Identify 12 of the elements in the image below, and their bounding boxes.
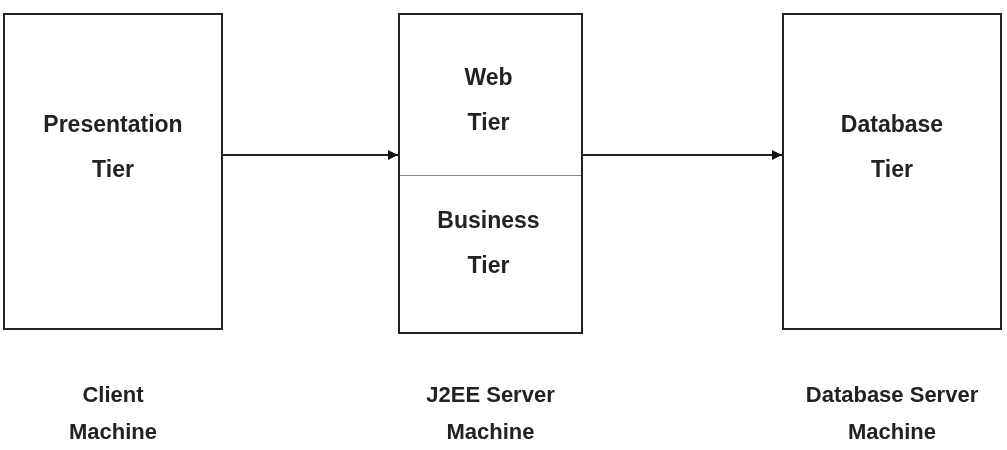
- tier-label: Web Tier: [463, 63, 514, 137]
- machine-label: Client Machine: [68, 381, 158, 446]
- tier-box: [3, 13, 223, 330]
- tier-label: Database Tier: [839, 110, 945, 184]
- arrow: [222, 150, 399, 160]
- arrow: [582, 150, 783, 160]
- tier-label: Presentation Tier: [42, 110, 184, 184]
- tier-label: Business Tier: [436, 206, 541, 280]
- tier-box: [782, 13, 1002, 330]
- machine-label: J2EE Server Machine: [425, 381, 556, 446]
- server-box: [398, 13, 583, 334]
- machine-label: Database Server Machine: [804, 381, 980, 446]
